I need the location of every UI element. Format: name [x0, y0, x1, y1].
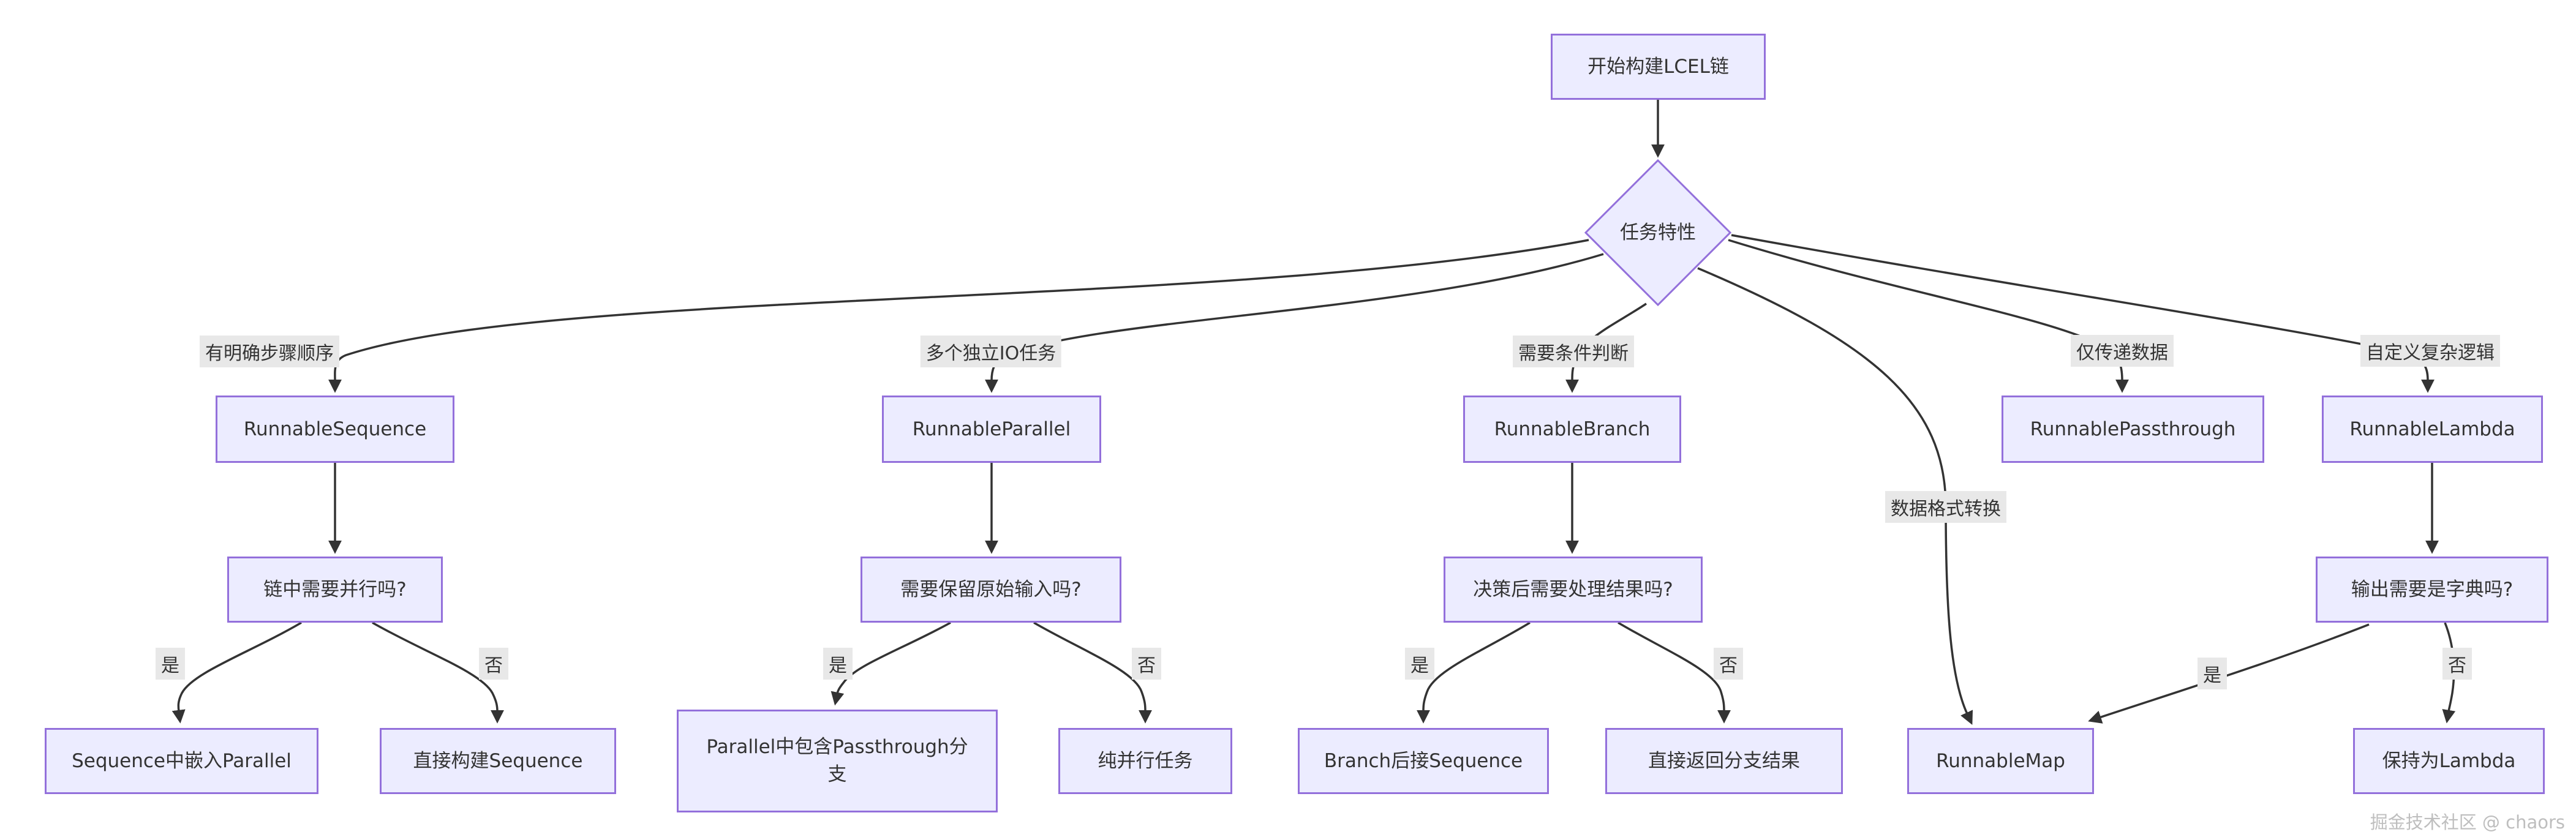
edge-branch-yes: [1417, 621, 1531, 724]
node-seq-embed-parallel: Sequence中嵌入Parallel: [45, 728, 318, 794]
edge-label-to-map: 数据格式转换: [1885, 491, 2006, 523]
edge-branch-no: [1618, 621, 1731, 724]
node-branch-then-sequence: Branch后接Sequence: [1298, 728, 1549, 794]
node-runnable-branch: RunnableBranch: [1463, 396, 1681, 463]
node-runnable-passthrough: RunnablePassthrough: [2002, 396, 2264, 463]
edge-label-par-yes: 是: [823, 648, 853, 680]
node-branch-question: 决策后需要处理结果吗?: [1444, 557, 1703, 623]
edge-label-par-no: 否: [1132, 648, 1161, 680]
edge-par-yes: [830, 621, 951, 706]
edge-label-branch-no: 否: [1714, 648, 1743, 680]
node-runnable-lambda: RunnableLambda: [2322, 396, 2543, 463]
node-keep-lambda: 保持为Lambda: [2353, 728, 2545, 794]
node-parallel-with-passthrough: Parallel中包含Passthrough分支: [677, 710, 998, 812]
edge-par-no: [1033, 621, 1152, 724]
node-seq-question: 链中需要并行吗?: [227, 557, 443, 623]
edge-seq-yes: [171, 621, 302, 724]
edge-label-to-lambda: 自定义复杂逻辑: [2360, 335, 2500, 367]
node-pure-parallel: 纯并行任务: [1058, 728, 1232, 794]
watermark: 掘金技术社区 @ chaors: [2370, 812, 2565, 833]
edge-label-seq-no: 否: [479, 648, 508, 680]
edge-label-branch-yes: 是: [1405, 648, 1434, 680]
node-task-feature-label: 任务特性: [1620, 221, 1696, 244]
edge-label-to-passthrough: 仅传递数据: [2071, 335, 2174, 367]
node-par-question: 需要保留原始输入吗?: [861, 557, 1121, 623]
edge-label-lambda-no: 否: [2442, 648, 2472, 680]
edge-feature-to-sequence: [328, 239, 1589, 393]
node-runnable-map: RunnableMap: [1907, 728, 2094, 794]
edge-seq-no: [372, 621, 504, 724]
edge-lambda-yes-to-map: [2088, 623, 2370, 724]
edge-lambda-no: [2442, 622, 2456, 724]
node-direct-sequence: 直接构建Sequence: [380, 728, 616, 794]
edge-label-lambda-yes: 是: [2198, 658, 2227, 689]
edge-label-seq-yes: 是: [156, 648, 185, 680]
edge-label-to-sequence: 有明确步骤顺序: [200, 336, 339, 367]
edge-feature-to-map: [1697, 267, 1973, 725]
edge-feature-to-parallel: [985, 253, 1604, 393]
edge-label-to-branch: 需要条件判断: [1513, 336, 1634, 367]
edge-label-to-parallel: 多个独立IO任务: [920, 336, 1062, 367]
node-return-branch-result: 直接返回分支结果: [1605, 728, 1843, 794]
node-runnable-parallel: RunnableParallel: [882, 396, 1101, 463]
node-runnable-sequence: RunnableSequence: [216, 396, 454, 463]
node-start: 开始构建LCEL链: [1551, 34, 1766, 100]
node-task-feature-shape: [1584, 159, 1732, 307]
node-lambda-question: 输出需要是字典吗?: [2316, 557, 2548, 623]
